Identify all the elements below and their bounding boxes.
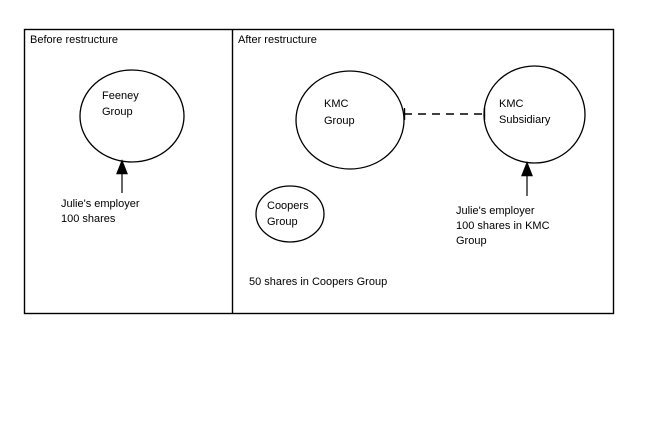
- annotation-arrow-before: [116, 159, 128, 193]
- annotation-after-line1: Julie's employer: [456, 205, 535, 217]
- entity-label-kmc-subsidiary-line1: KMC: [499, 98, 524, 110]
- entity-circle-coopers-group: [255, 185, 325, 243]
- annotation-after-line2: 100 shares in KMC: [456, 220, 550, 232]
- entity-label-coopers-group-line1: Coopers: [267, 200, 309, 212]
- entity-label-feeney-group-line2: Group: [102, 106, 133, 118]
- note-coopers-shares: 50 shares in Coopers Group: [249, 276, 388, 288]
- entity-label-feeney-group-line1: Feeney: [102, 90, 139, 102]
- entity-label-coopers-group-line2: Group: [267, 216, 298, 228]
- entity-label-kmc-subsidiary-line2: Subsidiary: [499, 114, 551, 126]
- connector-kmc-group-to-subsidiary: [403, 108, 486, 120]
- annotation-after-line3: Group: [456, 235, 487, 247]
- entity-label-kmc-group-line2: Group: [324, 115, 355, 127]
- annotation-before-line2: 100 shares: [61, 213, 116, 225]
- panel-label-before: Before restructure: [30, 34, 119, 46]
- entity-label-kmc-group-line1: KMC: [324, 98, 349, 110]
- annotation-before-line1: Julie's employer: [61, 198, 140, 210]
- panel-label-after: After restructure: [238, 34, 317, 46]
- entity-circle-feeney-group: [79, 69, 185, 163]
- annotation-arrow-after: [521, 161, 533, 196]
